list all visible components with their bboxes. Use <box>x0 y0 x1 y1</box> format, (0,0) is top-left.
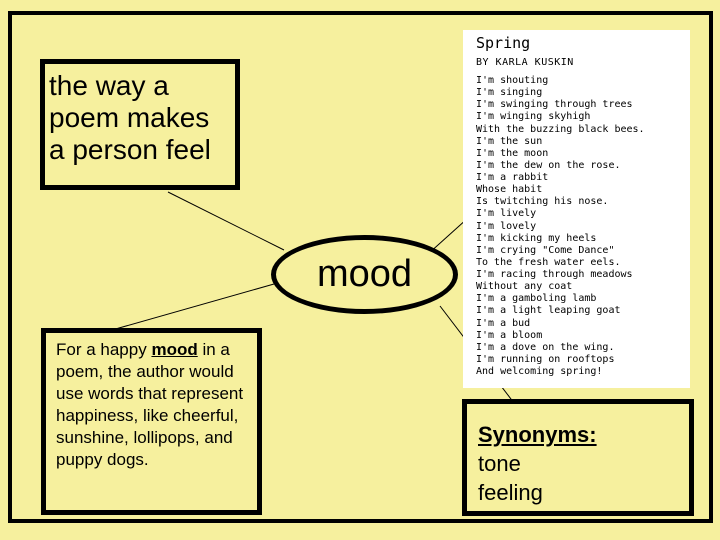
poem-line: I'm the dew on the rose. <box>476 159 621 171</box>
poem-line: I'm running on rooftops <box>476 353 615 365</box>
synonym-item: tone <box>478 451 521 476</box>
connector-definition <box>167 191 285 251</box>
poem-line: And welcoming spring! <box>476 366 603 377</box>
poem-line: I'm the sun <box>476 135 543 147</box>
example-text-before: For a happy <box>56 340 152 359</box>
example-box: For a happy mood in a poem, the author w… <box>41 328 262 515</box>
synonyms-box: Synonyms: tone feeling <box>462 399 694 516</box>
poem-line: Is twitching his nose. <box>476 196 609 208</box>
poem-line: I'm singing <box>476 87 543 99</box>
poem-line: I'm shouting <box>476 75 549 86</box>
poem-line: I'm lovely <box>476 220 537 232</box>
poem-line: With the buzzing black bees. <box>476 123 645 135</box>
poem-line: I'm the moon <box>476 147 549 159</box>
poem-line: I'm crying "Come Dance" <box>476 244 615 256</box>
example-text-after: in a poem, the author would use words th… <box>56 340 244 469</box>
poem-line: I'm a bud <box>476 317 531 329</box>
poem-line: I'm winging skyhigh <box>476 111 591 123</box>
poem-line: I'm a light leaping goat <box>476 305 621 317</box>
synonym-item: feeling <box>478 480 543 505</box>
poem-line: To the fresh water eels. <box>476 256 621 268</box>
poem-line: I'm a bloom <box>476 329 543 341</box>
definition-box: the way a poem makes a person feel <box>40 59 240 190</box>
poem-line: I'm a gamboling lamb <box>476 293 597 305</box>
poem-author: BY KARLA KUSKIN <box>476 57 574 68</box>
central-concept-oval: mood <box>271 235 458 314</box>
poem-title: Spring <box>476 34 531 52</box>
poem-line: Without any coat <box>476 281 573 293</box>
definition-text: the way a poem makes a person feel <box>49 70 211 165</box>
synonyms-heading: Synonyms: <box>478 422 597 447</box>
connector-example <box>111 283 275 331</box>
poem-line: Whose habit <box>476 184 543 196</box>
poem-line: I'm a rabbit <box>476 172 549 183</box>
poem-line: I'm swinging through trees <box>476 99 633 111</box>
poem-line: I'm racing through meadows <box>476 269 633 280</box>
central-concept-label: mood <box>316 253 413 295</box>
poem-line: I'm a dove on the wing. <box>476 341 615 353</box>
poem-line: I'm lively <box>476 208 537 220</box>
example-highlight: mood <box>151 340 198 359</box>
poem-line: I'm kicking my heels <box>476 232 597 244</box>
